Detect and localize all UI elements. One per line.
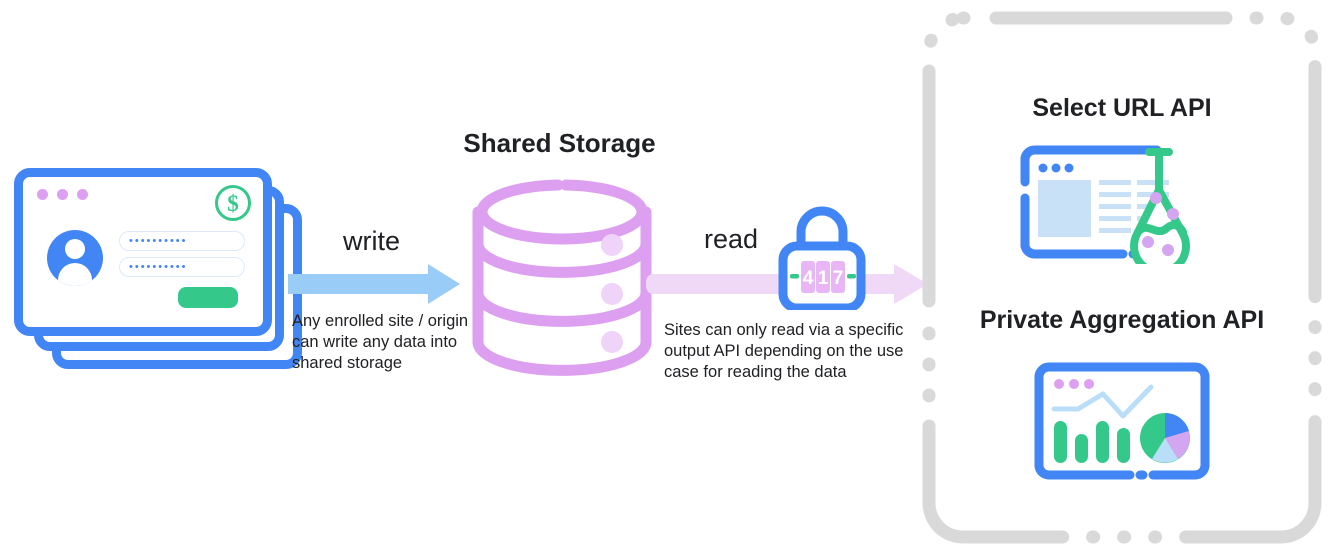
submit-button[interactable] <box>178 287 238 308</box>
output-api-panel: Select URL API <box>921 10 1323 545</box>
card-title-select-url-api: Select URL API <box>1032 94 1212 122</box>
avatar-body <box>58 263 92 286</box>
window-titlebar-dots <box>37 189 88 200</box>
stacked-browser-windows: $ •••••••••• •••••••••• <box>14 168 314 373</box>
read-caption: Sites can only read via a specific outpu… <box>664 321 904 382</box>
card-title-private-aggregation-api: Private Aggregation API <box>979 306 1265 334</box>
titlebar-dot-2 <box>57 189 68 200</box>
dollar-badge-icon: $ <box>215 185 251 221</box>
titlebar-dot-1 <box>37 189 48 200</box>
cylinder-indicator-2 <box>601 283 623 305</box>
avatar <box>47 230 103 286</box>
database-cylinder-icon <box>472 179 652 376</box>
password-field[interactable]: •••••••••• <box>119 257 245 277</box>
shared-storage-title: Shared Storage <box>463 128 656 158</box>
svg-text:1: 1 <box>818 268 829 289</box>
svg-text:4: 4 <box>803 268 814 289</box>
private-aggregation-api-icon <box>1034 362 1210 480</box>
read-arrow-label: read <box>704 224 759 254</box>
username-field[interactable]: •••••••••• <box>119 231 245 251</box>
select-url-api-icon <box>1020 145 1190 264</box>
write-arrow-label: write <box>343 226 401 256</box>
panel-dashed-border <box>922 11 1322 544</box>
titlebar-dot-3 <box>77 189 88 200</box>
combination-lock-icon: 4 1 7 <box>778 206 866 310</box>
cylinder-indicator-1 <box>601 234 623 256</box>
browser-window-front: $ •••••••••• •••••••••• <box>14 168 272 336</box>
write-arrow-icon <box>288 264 460 304</box>
svg-text:7: 7 <box>833 268 844 289</box>
write-caption: Any enrolled site / origin can write any… <box>292 312 469 373</box>
avatar-head <box>65 239 85 259</box>
cylinder-indicator-3 <box>601 331 623 353</box>
